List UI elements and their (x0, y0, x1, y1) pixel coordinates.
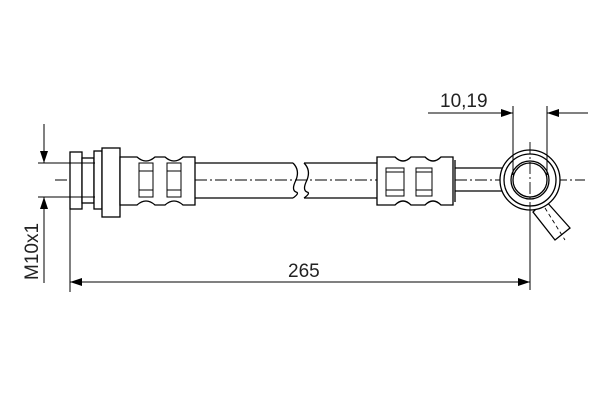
left-threaded-fitting (69, 147, 121, 218)
thread-dimension: M10x1 (22, 124, 95, 283)
right-crimp-sleeve (376, 156, 456, 206)
length-label: 265 (288, 261, 320, 282)
thread-label: M10x1 (22, 223, 43, 280)
length-dimension: 265 (69, 209, 531, 292)
hose (195, 162, 378, 199)
banjo-fitting (499, 142, 571, 241)
banjo-width-dimension: 10,19 (428, 91, 588, 175)
left-crimp-sleeve (119, 156, 196, 206)
banjo-width-label: 10,19 (440, 91, 488, 112)
